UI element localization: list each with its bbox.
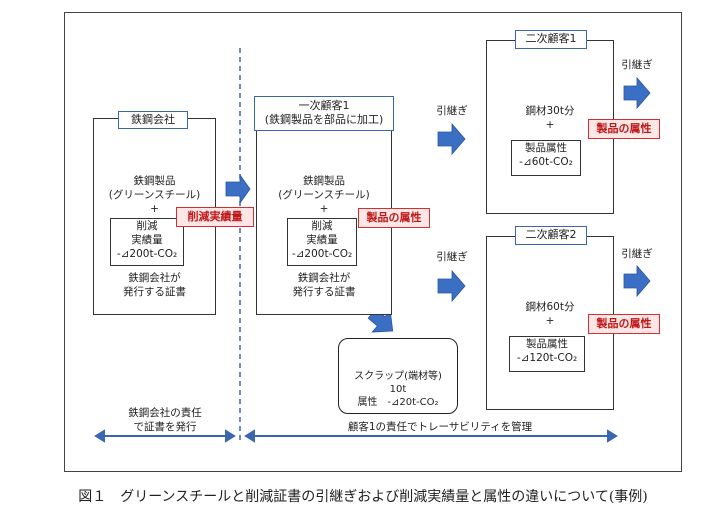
arrow-to-secondary2 bbox=[437, 269, 466, 303]
coil-weight-label: 100t bbox=[310, 154, 334, 165]
steel-company-title: 鉄鋼会社 bbox=[118, 111, 188, 129]
arrow-steel-to-customer1 bbox=[225, 173, 251, 205]
customer-responsibility-text: 顧客1の責任でトレーサビリティを管理 bbox=[347, 421, 533, 433]
secondary-2-material: 鋼材60t分+ bbox=[525, 301, 575, 327]
arrow-out-secondary1 bbox=[623, 76, 651, 110]
handover-label: 引継ぎ bbox=[436, 251, 468, 263]
product-attribute-callout: 製品の属性 bbox=[588, 314, 660, 334]
arrow-out-secondary2 bbox=[623, 264, 651, 298]
secondary-2-attribute: 製品属性-⊿120t-CO₂ bbox=[509, 336, 585, 372]
product-attribute-callout: 製品の属性 bbox=[358, 208, 430, 228]
primary-customer-title: 一次顧客1(鉄鋼製品を部品に加工) bbox=[254, 96, 394, 131]
primary-certificate: 削減実績量-⊿200t-CO₂ bbox=[287, 218, 357, 266]
primary-certificate-issuer: 鉄鋼会社が発行する証書 bbox=[292, 272, 356, 298]
coil-weight-label: 100t bbox=[143, 154, 167, 165]
scrap-box bbox=[338, 338, 458, 414]
secondary-customer-2-title: 二次顧客2 bbox=[515, 226, 587, 245]
reduction-amount-callout: 削減実績量 bbox=[176, 207, 254, 227]
steel-responsibility-text: 鉄鋼会社の責任で証書を発行 bbox=[128, 407, 202, 433]
diagram-frame bbox=[64, 12, 682, 472]
handover-label: 引継ぎ bbox=[621, 248, 653, 260]
product-attribute-callout: 製品の属性 bbox=[588, 119, 660, 139]
figure-caption: 図１ グリーンスチールと削減証書の引継ぎおよび削減実績量と属性の違いについて(事… bbox=[78, 489, 648, 505]
arrow-to-secondary1 bbox=[437, 122, 466, 156]
handover-label: 引継ぎ bbox=[621, 59, 653, 71]
secondary-1-material: 鋼材30t分+ bbox=[525, 105, 575, 131]
secondary-1-attribute: 製品属性-⊿60t-CO₂ bbox=[511, 140, 581, 176]
steel-product-name: 鉄鋼製品(グリーンスチール)+ bbox=[108, 175, 201, 215]
steel-certificate-issuer: 鉄鋼会社が発行する証書 bbox=[123, 272, 186, 298]
steel-certificate: 削減実績量-⊿200t-CO₂ bbox=[110, 218, 184, 266]
secondary-customer-1-title: 二次顧客1 bbox=[515, 30, 587, 49]
primary-product-name: 鉄鋼製品(グリーンスチール)+ bbox=[278, 175, 370, 215]
handover-label: 引継ぎ bbox=[436, 105, 468, 117]
